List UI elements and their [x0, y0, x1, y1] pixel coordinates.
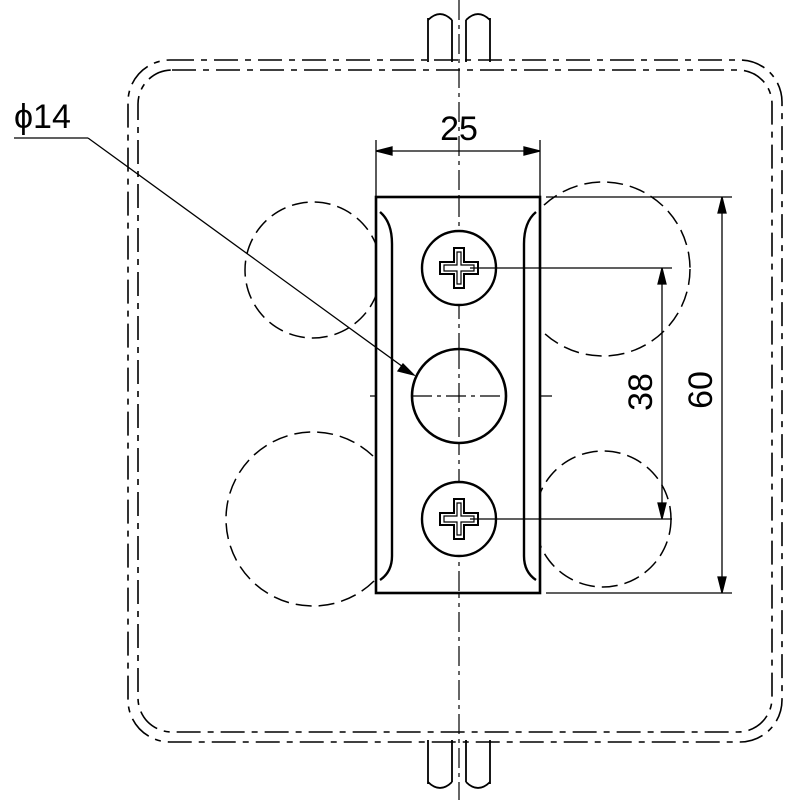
knockout-bottom-left: [225, 431, 401, 607]
screw-top: [420, 229, 498, 307]
pitch-label: 38: [622, 373, 660, 411]
height-label: 60: [682, 371, 720, 409]
conduit-top: [427, 13, 491, 62]
knockout-top-left: [244, 201, 382, 339]
center-hole: [410, 347, 508, 445]
knockout-top-right: [515, 181, 691, 357]
outer-box-outline: [127, 59, 783, 743]
hole-diameter-leader: [14, 137, 417, 377]
pitch-dimension: [470, 267, 672, 520]
width-dimension: [375, 140, 541, 197]
conduit-bottom: [427, 740, 491, 789]
height-dimension: [546, 196, 732, 594]
width-label: 25: [440, 110, 478, 148]
hole-diameter-label: ϕ14: [14, 98, 71, 136]
